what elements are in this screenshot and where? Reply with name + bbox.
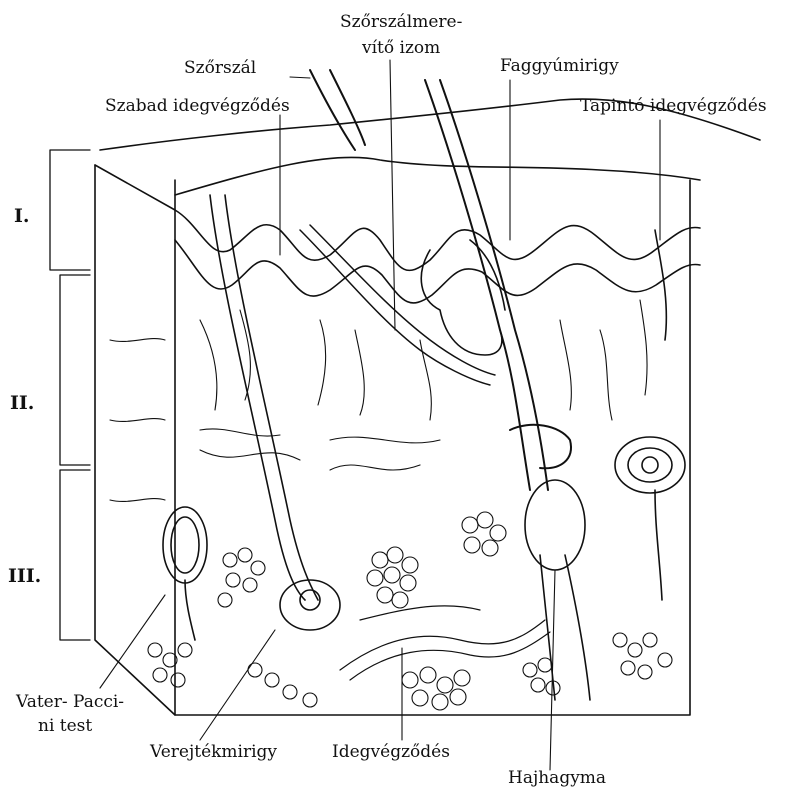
layer-2-label: II. <box>10 392 34 414</box>
hair-bulb <box>510 425 590 700</box>
nerve-fibers <box>340 606 550 680</box>
layer-1-label: I. <box>14 205 30 227</box>
arrector-pili-muscle <box>300 225 495 385</box>
epidermis-layer <box>175 210 700 303</box>
free-nerve-ending-label: Szabad idegvégződés <box>105 96 290 116</box>
sweat-gland-label: Verejtékmirigy <box>150 742 277 762</box>
tactile-corpuscle <box>615 230 685 600</box>
layer-brackets <box>50 150 90 640</box>
hair-shaft <box>310 70 548 490</box>
sebaceous-gland-label: Faggyúmirigy <box>500 56 619 76</box>
dermis-texture <box>110 300 647 501</box>
hair-bulb-label: Hajhagyma <box>508 768 606 788</box>
arrector-pili-label-1: Szőrszálmere- <box>340 12 462 32</box>
nerve-ending-label: Idegvégződés <box>332 742 450 762</box>
sweat-gland <box>210 195 340 630</box>
pacini-corpuscle <box>163 507 207 640</box>
hair-label: Szőrszál <box>184 58 256 78</box>
fat-cells <box>148 512 672 710</box>
layer-3-label: III. <box>8 565 41 587</box>
vater-pacini-label-2: ni test <box>38 716 92 736</box>
arrector-pili-label-2: vítő izom <box>362 38 440 58</box>
tactile-nerve-ending-label: Tapintó idegvégződés <box>580 96 767 116</box>
vater-pacini-label-1: Vater- Pacci- <box>16 692 124 712</box>
leader-lines <box>100 60 660 770</box>
